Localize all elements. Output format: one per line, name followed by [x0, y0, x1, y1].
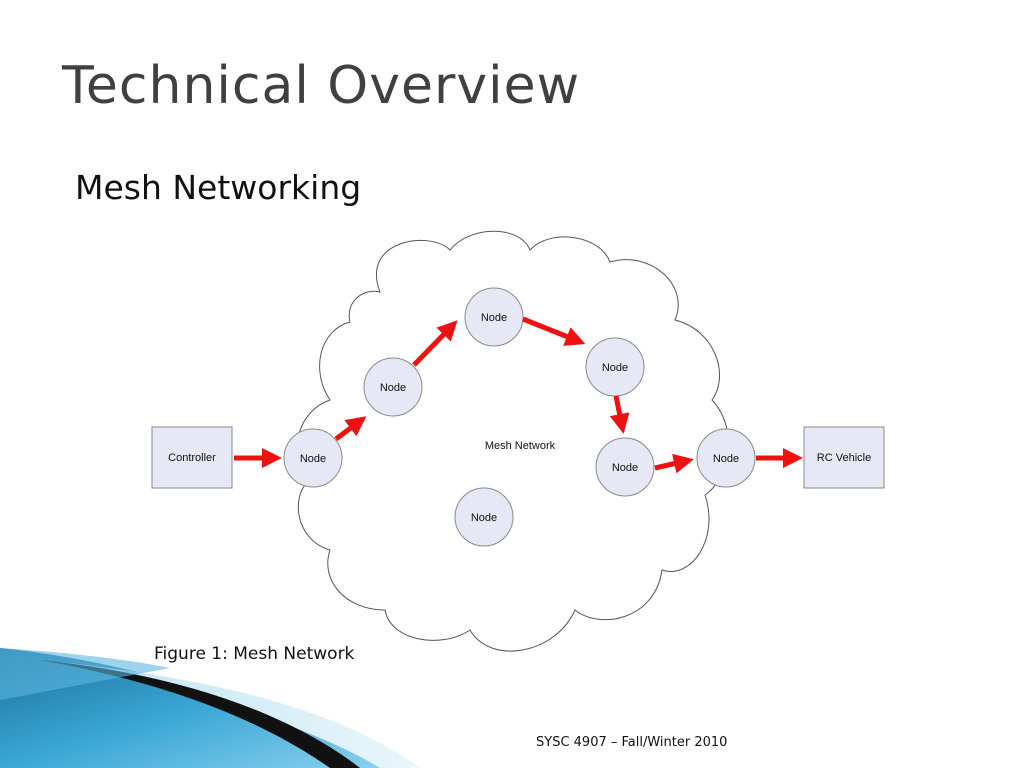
mesh-network-label: Mesh Network — [485, 440, 556, 452]
node-exit: Node — [696, 428, 756, 488]
node-label: Node — [602, 362, 628, 374]
figure-caption: Figure 1: Mesh Network — [154, 644, 355, 664]
node-lower-right: Node — [595, 437, 655, 497]
slide-footer: SYSC 4907 – Fall/Winter 2010 — [536, 735, 728, 750]
slide-title: Technical Overview — [62, 56, 581, 116]
rc-vehicle-box — [803, 426, 885, 489]
rc-vehicle-label: RC Vehicle — [817, 452, 871, 464]
controller-box — [151, 426, 233, 489]
arrow-node-to-node-5 — [654, 453, 694, 474]
node-label: Node — [471, 512, 497, 524]
arrow-node-to-node-2 — [412, 320, 458, 367]
node-label: Node — [300, 453, 326, 465]
node-label: Node — [612, 462, 638, 474]
arrow-node-to-node-3 — [522, 316, 586, 346]
arrow-node-to-node-1 — [334, 416, 367, 441]
node-top: Node — [464, 287, 524, 347]
node-lower-left: Node — [363, 357, 423, 417]
node-upper-right: Node — [585, 337, 645, 397]
controller-label: Controller — [168, 452, 216, 464]
slide-subtitle: Mesh Networking — [75, 168, 362, 207]
node-entry: Node — [283, 428, 343, 488]
node-label: Node — [481, 312, 507, 324]
node-label: Node — [380, 382, 406, 394]
node-isolated: Node — [454, 487, 514, 547]
node-label: Node — [713, 453, 739, 465]
arrow-node-to-node-4 — [609, 395, 630, 434]
